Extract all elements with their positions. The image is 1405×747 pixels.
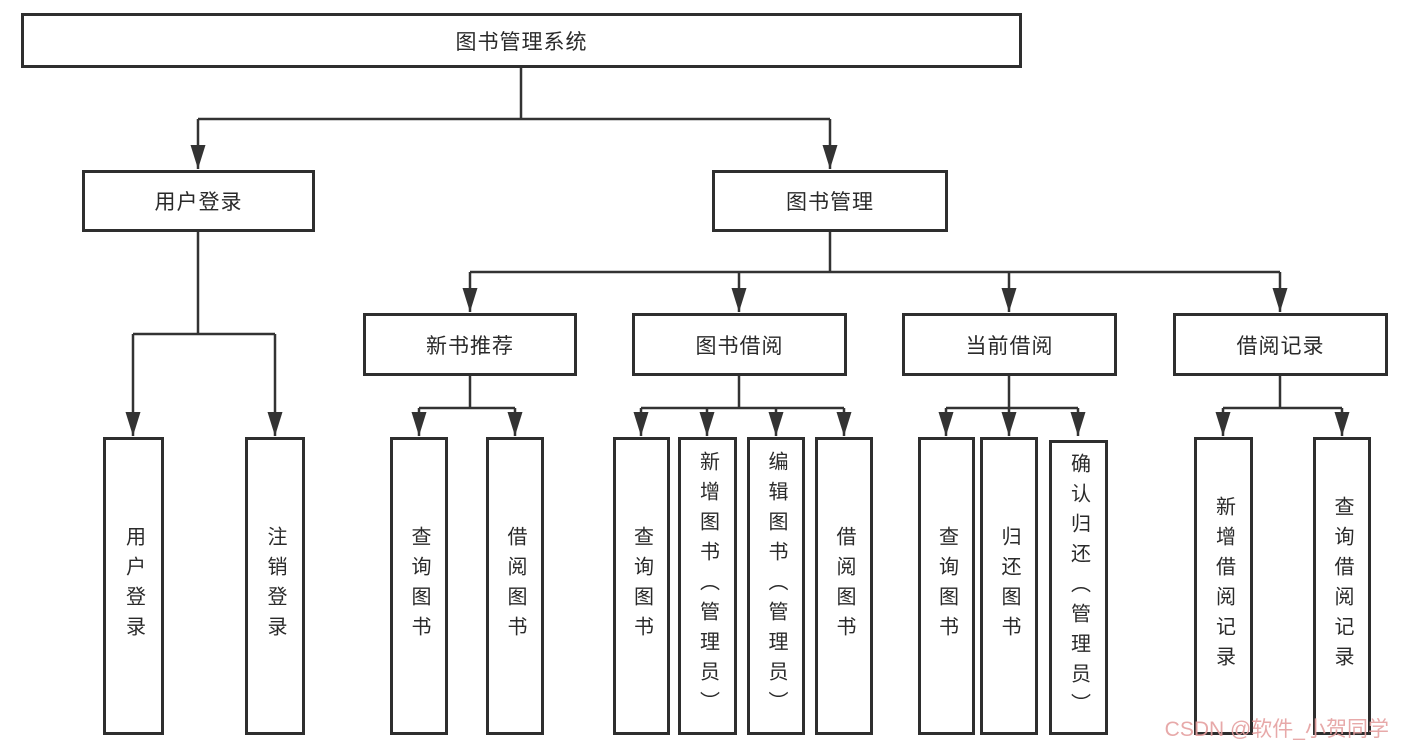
leaf-query-borrow-record: 查询借阅记录	[1313, 437, 1371, 735]
node-label: 确认归还（管理员）	[1067, 452, 1090, 723]
node-new-book-recommend: 新书推荐	[363, 313, 577, 376]
node-label: 图书管理	[786, 191, 874, 214]
node-label: 图书管理系统	[455, 30, 588, 54]
leaf-add-borrow-record: 新增借阅记录	[1194, 437, 1253, 735]
node-label: 借阅图书	[504, 526, 526, 646]
node-label: 查询图书	[408, 526, 430, 646]
node-label: 借阅图书	[833, 526, 855, 646]
csdn-watermark: CSDN @软件_小贺同学	[1164, 718, 1389, 741]
leaf-logout: 注销登录	[245, 437, 305, 735]
node-book-borrow: 图书借阅	[632, 313, 847, 376]
node-label: 用户登录	[154, 191, 243, 214]
node-label: 查询图书	[630, 526, 653, 646]
node-label: 查询借阅记录	[1331, 496, 1353, 676]
node-label: 新增借阅记录	[1212, 496, 1235, 676]
node-book-management: 图书管理	[712, 170, 948, 232]
node-label: 当前借阅	[965, 334, 1054, 358]
leaf-query-book-3: 查询图书	[918, 437, 975, 735]
node-label: 用户登录	[122, 526, 145, 646]
leaf-confirm-return-admin: 确认归还（管理员）	[1049, 440, 1108, 735]
node-label: 新增图书（管理员）	[696, 451, 719, 721]
node-label: 借阅记录	[1236, 334, 1325, 358]
leaf-borrow-book-1: 借阅图书	[486, 437, 544, 735]
leaf-borrow-book-2: 借阅图书	[815, 437, 873, 735]
node-label: 编辑图书（管理员）	[765, 451, 787, 721]
node-label: 新书推荐	[426, 334, 514, 358]
node-label: 查询图书	[935, 526, 958, 646]
node-root-library-management-system: 图书管理系统	[21, 13, 1022, 68]
leaf-return-book: 归还图书	[980, 437, 1038, 735]
node-current-borrow: 当前借阅	[902, 313, 1117, 376]
node-label: 注销登录	[264, 526, 286, 646]
node-label: 归还图书	[998, 526, 1020, 646]
leaf-user-login: 用户登录	[103, 437, 164, 735]
leaf-edit-book-admin: 编辑图书（管理员）	[747, 437, 805, 735]
leaf-add-book-admin: 新增图书（管理员）	[678, 437, 737, 735]
leaf-query-book-1: 查询图书	[390, 437, 448, 735]
node-borrow-record: 借阅记录	[1173, 313, 1388, 376]
node-label: 图书借阅	[695, 334, 784, 358]
node-user-login: 用户登录	[82, 170, 315, 232]
leaf-query-book-2: 查询图书	[613, 437, 670, 735]
